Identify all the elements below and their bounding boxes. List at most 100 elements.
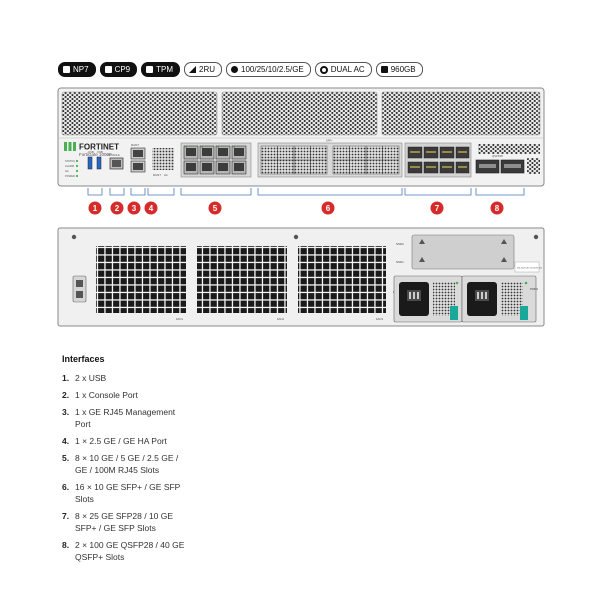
badge-cp9: CP9 [99, 62, 138, 77]
psu-label: PWR2 [530, 287, 539, 291]
badge-dual-ac: DUAL AC [314, 62, 372, 77]
interfaces-list: 1. 2 x USB 2.1 x Console Port 3. 1 x GE RJ… [62, 372, 222, 563]
spec-badges: NP7 CP9 TPM 2RU 100/25/10/2.5/GE DUAL AC… [58, 62, 423, 77]
ssd-label: SSD1 [396, 260, 404, 264]
fan-label: FAN3 [376, 317, 383, 321]
badge-label: DUAL AC [330, 65, 365, 74]
console-port[interactable]: CONSOLE [107, 153, 124, 170]
callout-4: 4 [144, 201, 158, 215]
callout-number: 6 [326, 204, 331, 213]
fan-grille-1 [96, 246, 186, 313]
badge-tpm: TPM [141, 62, 181, 77]
usb-port[interactable] [96, 156, 102, 170]
callout-8: 8 [490, 201, 504, 215]
ha-label: MGMT [153, 173, 161, 177]
power-supply-1[interactable]: PWR1 [393, 275, 463, 323]
square-icon [104, 66, 112, 73]
front-vent-right [381, 91, 541, 136]
sfp-label: SFP+ [326, 139, 333, 143]
screw-icons [71, 234, 539, 240]
fan-label: FAN2 [277, 317, 284, 321]
fan-grille-3 [298, 246, 386, 313]
led-label: STATUS [65, 159, 75, 163]
callout-1: 1 [88, 201, 102, 215]
list-item: 4.1 × 2.5 GE / GE HA Port [62, 435, 222, 447]
callout-number: 8 [495, 204, 500, 213]
badge-label: 960GB [390, 65, 416, 74]
chip-icon [380, 66, 388, 73]
badge-label: 100/25/10/2.5/GE [241, 65, 304, 74]
front-vent-left [61, 91, 218, 136]
front-vent-center [221, 91, 378, 136]
mgmt-ha-ports[interactable]: MGMT MGMT HA [130, 143, 174, 177]
rj45-ports[interactable] [180, 142, 252, 178]
badge-label: 2RU [199, 65, 216, 74]
psu-latch[interactable] [450, 306, 458, 320]
usb-label: USB [88, 150, 94, 154]
ha-label: HA [164, 173, 168, 177]
interfaces-title: Interfaces [62, 354, 105, 364]
usb-ports[interactable]: USB USB [87, 150, 103, 170]
rack-icon [189, 66, 197, 73]
fan-grille-2 [197, 246, 287, 313]
front-small-vent [152, 148, 174, 170]
item-number: 3. [62, 407, 70, 417]
callout-5: 5 [208, 201, 222, 215]
front-panel: F⁠ORTINET FortiGate 1000F STATUS ALARM H… [57, 87, 545, 187]
callout-brackets [87, 188, 525, 196]
callout-number: 2 [115, 204, 120, 213]
dot-icon [231, 66, 239, 73]
qsfp28-ports[interactable]: QSFP28 [475, 144, 540, 174]
ssd-label: SSD2 [396, 242, 404, 246]
led-label: HA [65, 169, 69, 173]
badge-label: CP9 [114, 65, 131, 74]
sfp28-ports[interactable] [404, 142, 472, 178]
item-text: 1 × 2.5 GE / GE HA Port [75, 436, 167, 446]
qsfp-label: QSFP28 [492, 154, 503, 158]
item-text: 16 × 10 GE SFP+ / GE SFP Slots [75, 482, 181, 504]
sfp-plus-ports[interactable]: SFP+ [257, 139, 403, 178]
usb-port[interactable] [87, 156, 93, 170]
interfaces-section: Interfaces 1. 2 x USB 2.1 x Console Port … [62, 354, 222, 568]
list-item: 3. 1 x GE RJ45 Management Port [62, 406, 222, 430]
callout-2: 2 [110, 201, 124, 215]
item-number: 1. [62, 373, 70, 383]
list-item: 8.2 × 100 GE QSFP28 / 40 GE QSFP+ Slots [62, 539, 222, 563]
list-item: 7.8 × 25 GE SFP28 / 10 GE SFP+ / GE SFP … [62, 510, 222, 534]
ring-icon [319, 65, 328, 74]
sticker-text: 100-240V AC 50-60Hz 4A [517, 267, 543, 270]
brand-text: F⁠ORTINET [79, 143, 119, 152]
item-text: 8 × 10 GE / 5 GE / 2.5 GE / GE / 100M RJ… [75, 453, 179, 475]
list-item: 6.16 × 10 GE SFP+ / GE SFP Slots [62, 481, 222, 505]
badge-storage: 960GB [375, 62, 423, 77]
power-supply-2[interactable]: PWR2 [461, 275, 539, 323]
list-item: 2.1 x Console Port [62, 389, 222, 401]
item-text: 1 x GE RJ45 Management Port [75, 407, 176, 429]
callout-7: 7 [430, 201, 444, 215]
item-number: 5. [62, 453, 70, 463]
list-item: 1. 2 x USB [62, 372, 222, 384]
item-text: 1 x Console Port [75, 390, 138, 400]
square-icon [63, 66, 70, 73]
item-text: 8 × 25 GE SFP28 / 10 GE SFP+ / GE SFP Sl… [75, 511, 174, 533]
fortinet-logo: F⁠ORTINET FortiGate 1000F [64, 142, 119, 157]
fan-label: FAN1 [176, 317, 183, 321]
ssd-bay[interactable]: SSD2 SSD1 [396, 234, 515, 270]
mgmt-label: MGMT [131, 143, 139, 147]
status-leds: STATUS ALARM HA POWER [65, 159, 79, 178]
led-label: ALARM [65, 164, 74, 168]
item-number: 8. [62, 540, 70, 550]
badge-2ru: 2RU [184, 62, 223, 77]
callout-number: 4 [149, 204, 154, 213]
psu-latch[interactable] [520, 306, 528, 320]
callout-markers: 1 2 3 4 5 6 7 8 [88, 201, 504, 215]
badge-np7: NP7 [58, 62, 96, 77]
rating-sticker [514, 261, 540, 273]
square-icon [146, 66, 154, 73]
console-label: CONSOLE [107, 153, 120, 157]
item-text: 2 x USB [75, 373, 107, 383]
led-label: POWER [65, 174, 75, 178]
callout-6: 6 [321, 201, 335, 215]
side-handle [72, 275, 87, 303]
back-panel: FAN1 FAN2 FAN3 SSD2 SSD1 100-240V AC 50-… [57, 227, 545, 327]
